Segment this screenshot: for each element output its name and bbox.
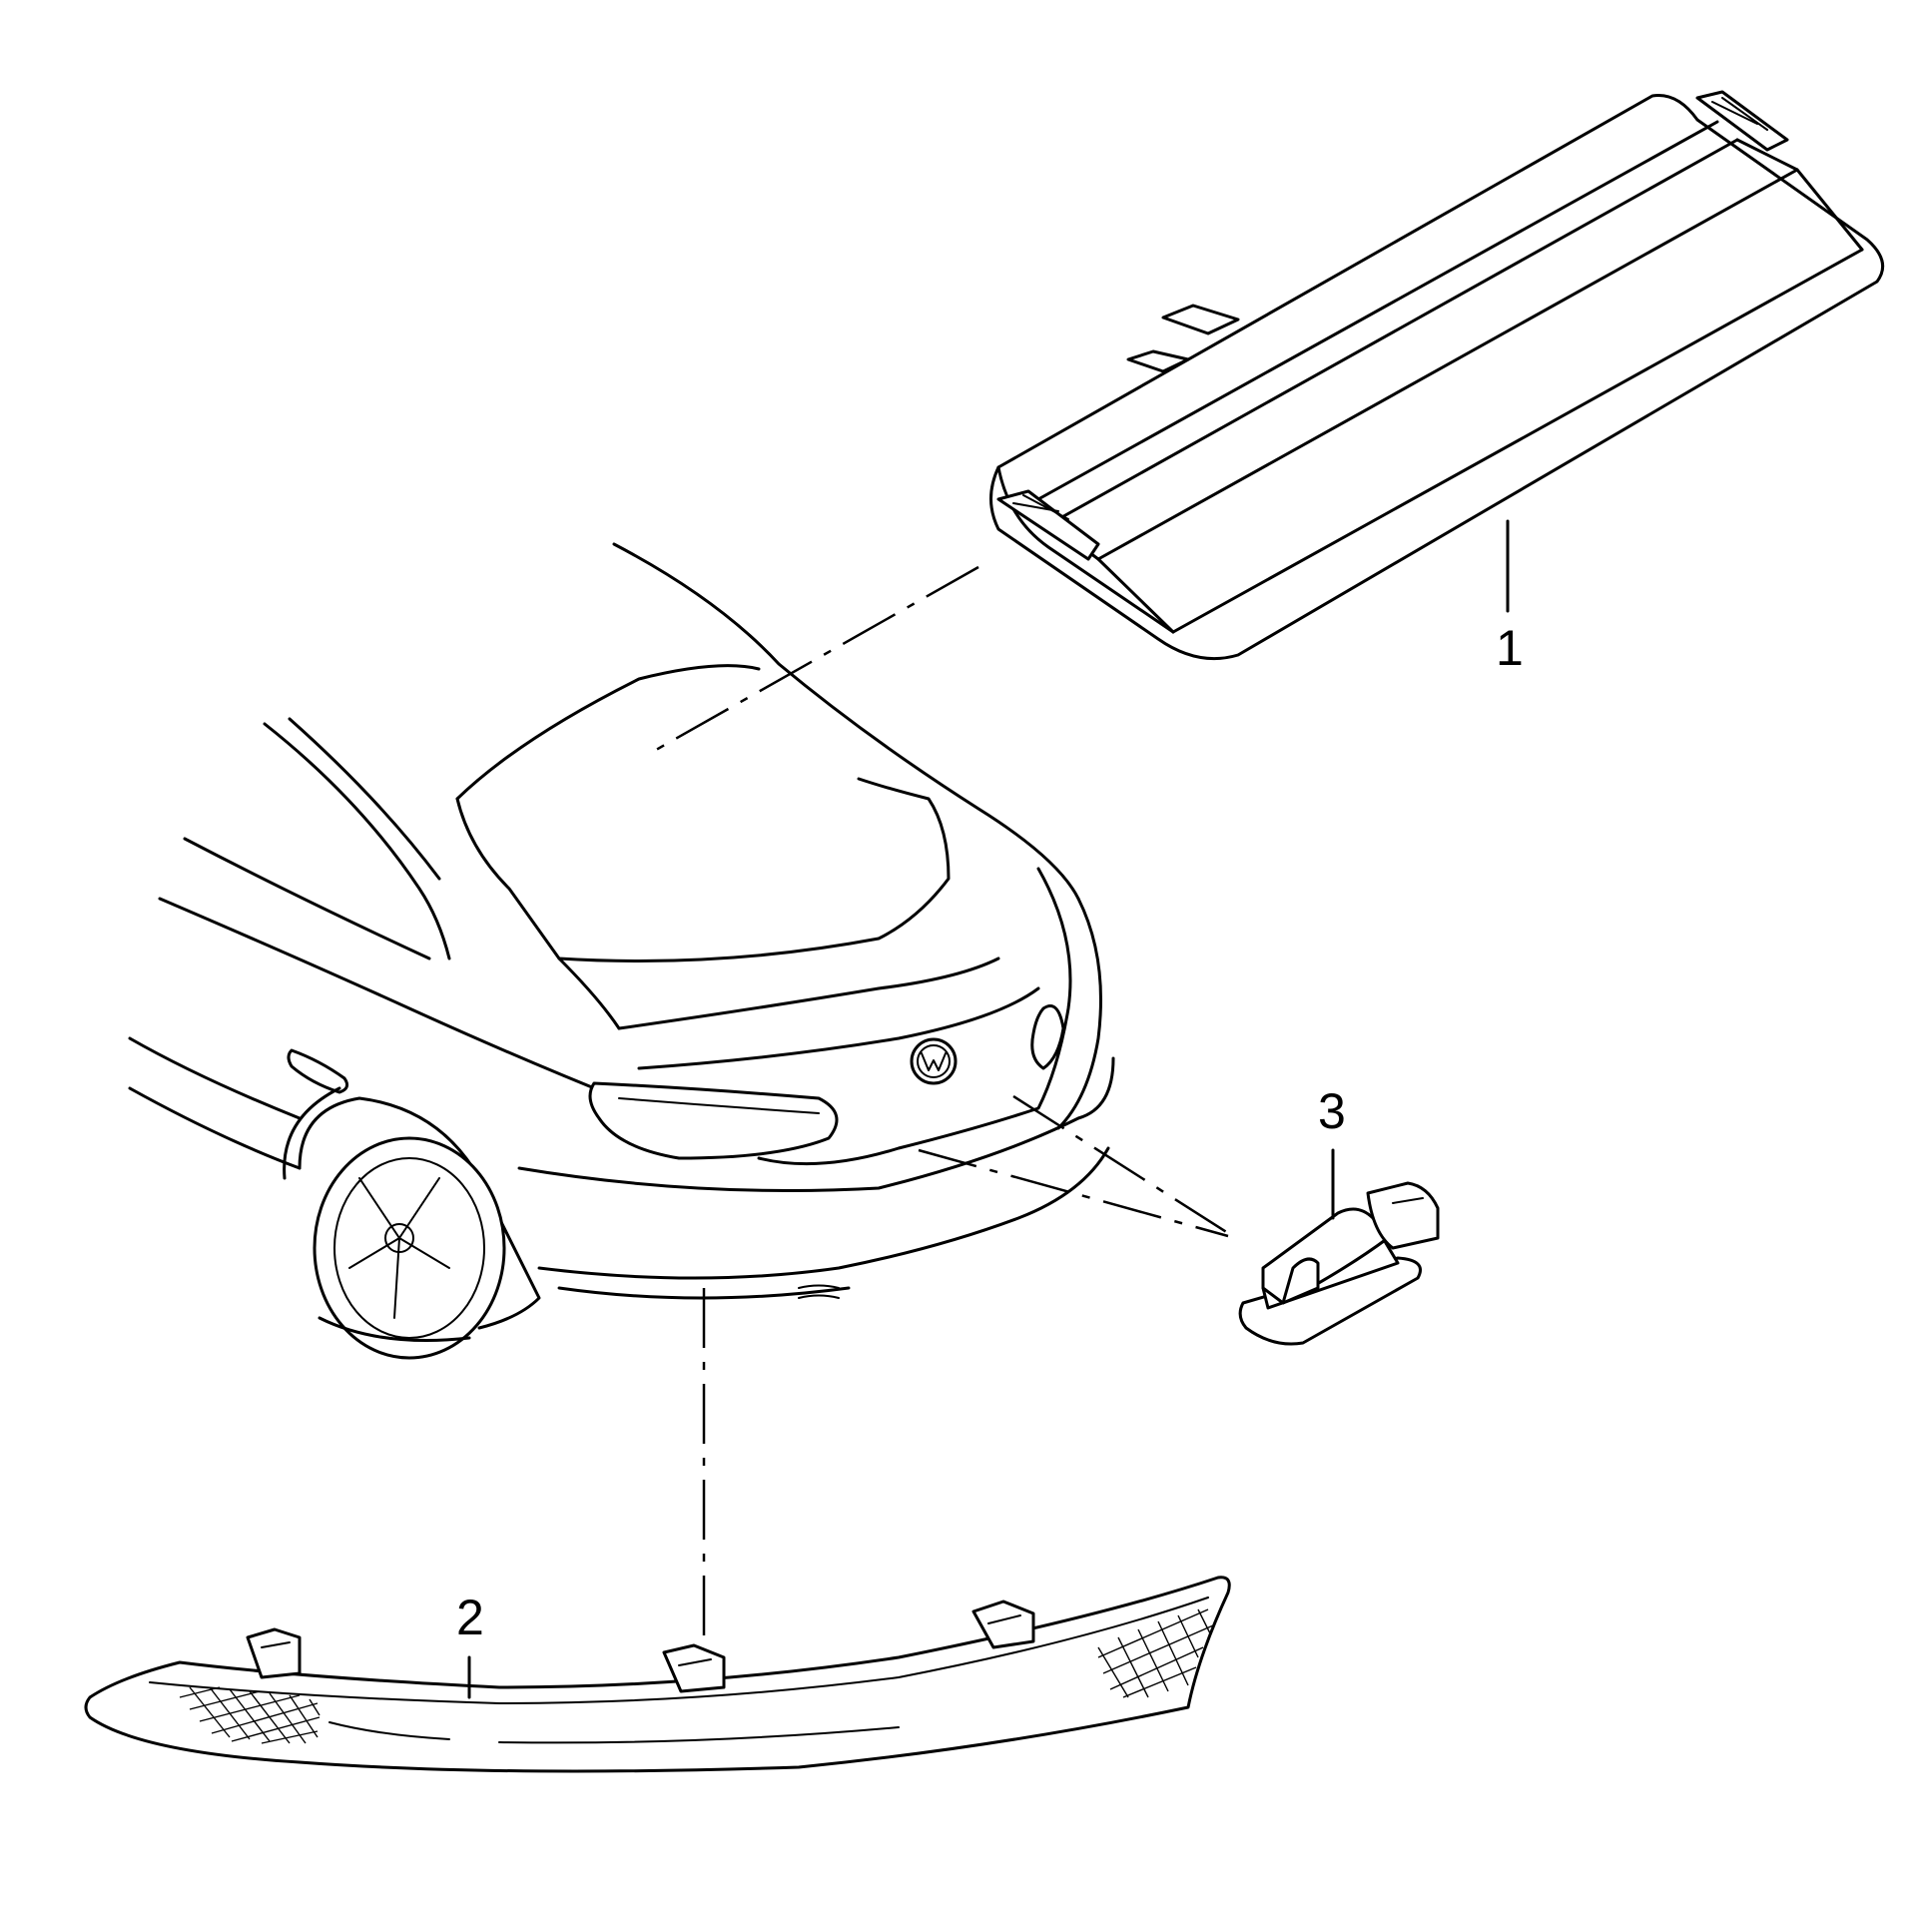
part-1-high-level-brake-light[interactable] [989,90,1885,661]
leader-line-3b [918,1148,1229,1238]
reflector-mesh-right [1097,1608,1214,1698]
callout-3: 3 [1318,1083,1346,1139]
part-2-reflector[interactable] [84,1576,1231,1773]
vehicle-rear-view [128,542,1115,1360]
callout-2: 2 [456,1590,484,1645]
leader-line-1 [648,565,979,756]
reflector-mesh-left [179,1686,321,1744]
callout-1: 1 [1496,620,1524,676]
part-3-license-plate-light[interactable] [1238,1148,1440,1346]
leader-line-3a [1012,1094,1229,1235]
